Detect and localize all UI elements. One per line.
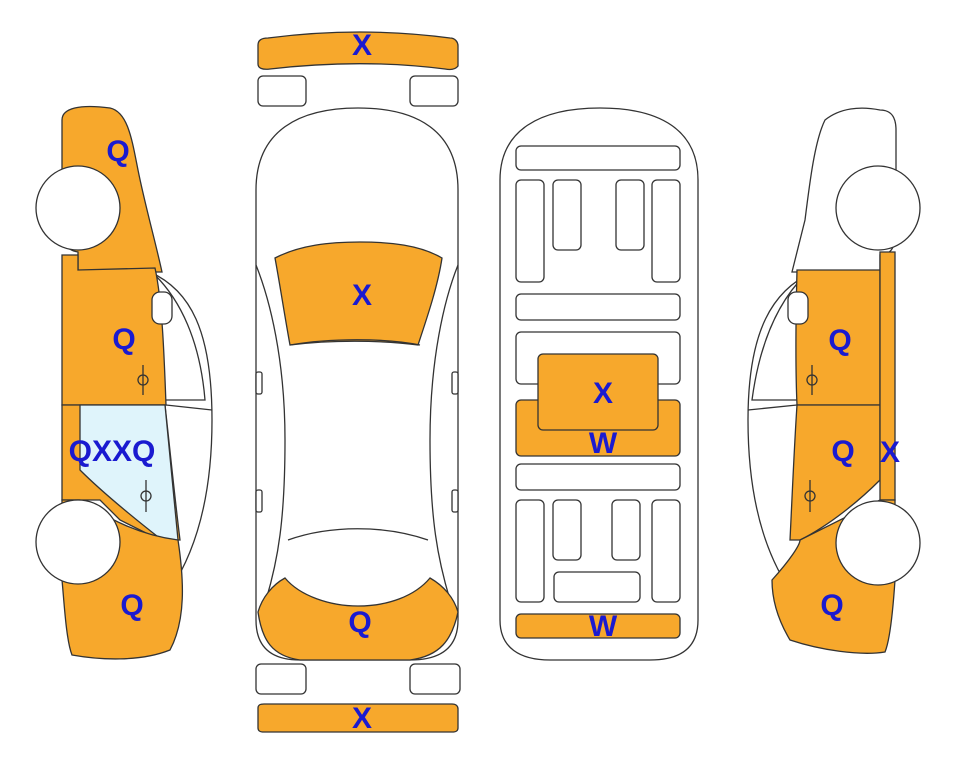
right-mirror-top: [451, 371, 459, 395]
label-right-rocker: X: [879, 436, 901, 469]
right-door-seam: [747, 404, 798, 411]
rear-crossbar: [515, 463, 681, 491]
cabin-right-edge: [429, 264, 459, 601]
left-rear-handle: [140, 480, 152, 512]
right-rear-handle: [804, 480, 816, 512]
front-crossbar: [515, 293, 681, 321]
front-bumper[interactable]: [257, 31, 459, 71]
windshield-edge: [289, 339, 421, 346]
label-hood: X: [351, 279, 373, 312]
right-front-handle: [806, 365, 818, 395]
left-rear-wheel: [35, 499, 121, 585]
rear-left-light: [255, 663, 307, 695]
trunk-lid[interactable]: [257, 577, 459, 661]
label-rear-floor: W: [588, 610, 618, 643]
right-mirror: [787, 291, 809, 325]
left-handle-top: [255, 489, 263, 513]
roof[interactable]: [537, 353, 659, 431]
left-door-seam: [165, 404, 213, 411]
hood[interactable]: [274, 241, 443, 346]
rear-floor[interactable]: [515, 613, 681, 639]
car-top-body: [255, 107, 459, 661]
label-right-rear-quarter: Q: [820, 589, 844, 622]
rear-right-seat: [611, 499, 641, 561]
label-right-rear-door: Q: [831, 435, 855, 468]
label-left-rear-door: QXXQ: [68, 435, 156, 468]
rear-right-seat-outer: [651, 499, 681, 603]
rear-shelf: [553, 571, 641, 603]
right-side-view: [747, 107, 921, 654]
front-right-light: [409, 75, 459, 107]
rear-left-seat-outer: [515, 499, 545, 603]
left-mirror-top: [255, 371, 263, 395]
front-right-seat-outer: [651, 179, 681, 283]
label-trunk-lid: Q: [348, 606, 372, 639]
right-front-wheel: [835, 165, 921, 251]
left-front-handle: [137, 365, 149, 395]
label-right-front-door: Q: [828, 324, 852, 357]
top-view: [255, 31, 461, 733]
right-body-outline: [747, 271, 814, 591]
front-left-seat: [552, 179, 582, 251]
left-side-view: [35, 105, 213, 660]
rear-right-light: [409, 663, 461, 695]
label-left-front-fender: Q: [106, 135, 130, 168]
interior-view: [499, 107, 699, 661]
label-left-rear-quarter: Q: [120, 589, 144, 622]
front-left-seat-outer: [515, 179, 545, 283]
label-roof: X: [592, 377, 614, 410]
left-window-frame: [154, 273, 206, 401]
cabin-left-edge: [255, 264, 286, 601]
front-dash: [515, 145, 681, 171]
rear-window-edge: [287, 528, 429, 541]
right-window-frame: [751, 273, 806, 401]
label-rear-bumper: X: [351, 702, 373, 735]
front-left-light: [257, 75, 307, 107]
rear-left-seat: [552, 499, 582, 561]
left-front-wheel: [35, 165, 121, 251]
front-right-seat: [615, 179, 645, 251]
label-front-bumper: X: [351, 29, 373, 62]
left-mirror: [151, 291, 173, 325]
left-front-door[interactable]: [61, 254, 167, 406]
left-body-outline: [149, 271, 213, 591]
rear-bumper[interactable]: [257, 703, 459, 733]
right-rear-wheel: [835, 500, 921, 586]
label-cabin-floor: W: [588, 427, 618, 460]
label-left-front-door: Q: [112, 323, 136, 356]
right-handle-top: [451, 489, 459, 513]
